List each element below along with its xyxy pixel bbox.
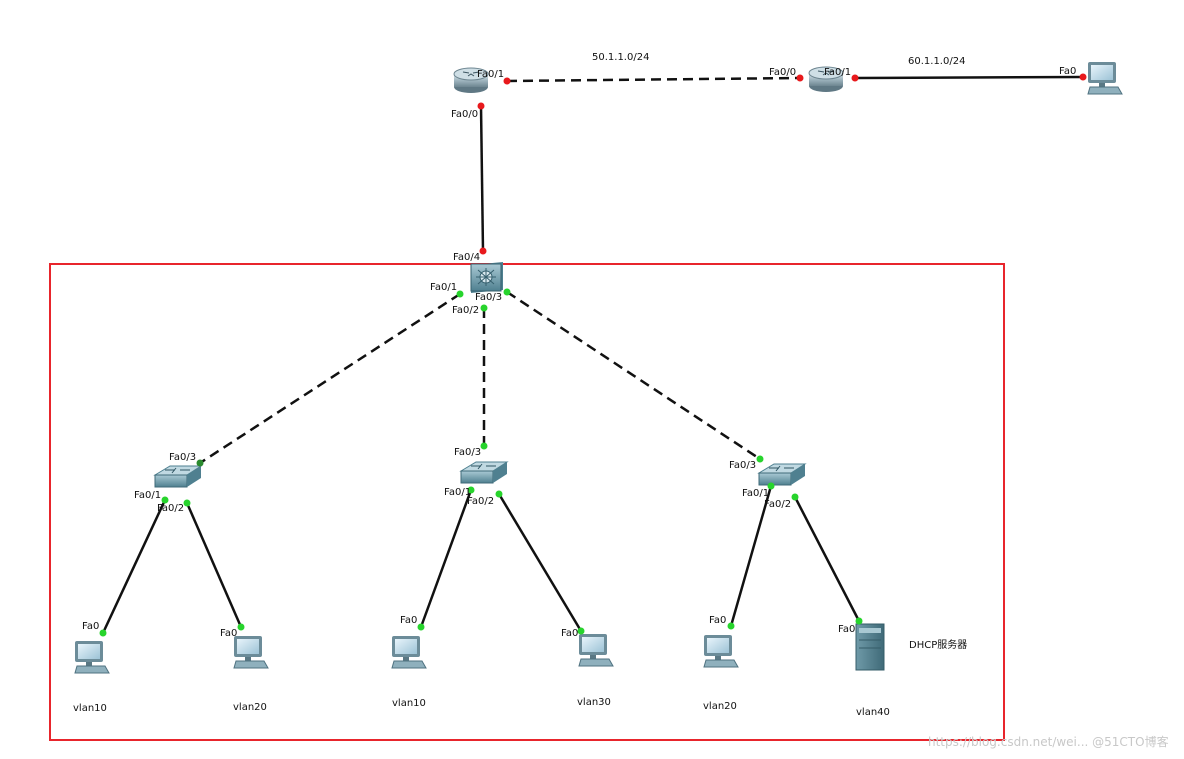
link-router2-remote-pc[interactable]	[854, 75, 1084, 80]
device-label-pc5: vlan20	[703, 701, 737, 712]
port-label-pc5-fa0: Fa0	[709, 615, 726, 626]
port-dot-pc2-fa0	[237, 623, 245, 631]
link-switch-left-pc2[interactable]	[185, 502, 243, 628]
port-dot-left-fa02	[183, 499, 191, 507]
port-dot-right-fa01	[767, 482, 775, 490]
port-label-mid-fa02: Fa0/2	[467, 496, 494, 507]
lan-boundary-rect	[49, 263, 1005, 741]
port-label-core-fa03: Fa0/3	[475, 292, 502, 303]
port-dot-pc1-fa0	[99, 629, 107, 637]
port-dot-core-fa03	[503, 288, 511, 296]
link-switch-mid-pc4[interactable]	[497, 493, 583, 632]
port-label-left-fa03: Fa0/3	[169, 452, 196, 463]
watermark: https://blog.csdn.net/wei... @51CTO博客	[928, 734, 1169, 749]
port-dot-left-fa03	[196, 459, 204, 467]
port-label-router2-fa00: Fa0/0	[769, 67, 796, 78]
server-icon[interactable]	[855, 623, 885, 671]
links	[101, 75, 1084, 634]
pc-3-icon[interactable]	[391, 636, 427, 669]
link-core-switch-right[interactable]	[506, 290, 761, 461]
pc-1-icon[interactable]	[74, 641, 110, 674]
port-dot-left-fa01	[161, 496, 169, 504]
port-dot-server-fa0	[855, 617, 863, 625]
port-dot-pc3-fa0	[417, 623, 425, 631]
core-switch[interactable]	[470, 262, 503, 293]
port-label-router1-fa00: Fa0/0	[451, 109, 478, 120]
port-dot-mid-fa03	[480, 442, 488, 450]
pc-2-icon[interactable]	[233, 636, 269, 669]
port-dot-router2-fa00	[796, 74, 804, 82]
pc-remote-icon[interactable]	[1087, 62, 1123, 95]
link-core-switch-left[interactable]	[199, 292, 461, 465]
port-label-mid-fa03: Fa0/3	[454, 447, 481, 458]
port-dot-mid-fa02	[495, 490, 503, 498]
link-switch-right-server[interactable]	[793, 496, 861, 622]
link-router1-router2[interactable]	[506, 76, 801, 83]
port-label-right-fa03: Fa0/3	[729, 460, 756, 471]
device-label-server: vlan40	[856, 707, 890, 718]
device-label-pc1: vlan10	[73, 703, 107, 714]
switch-mid[interactable]	[459, 461, 509, 484]
port-label-core-fa02: Fa0/2	[452, 305, 479, 316]
device-name-server: DHCP服务器	[909, 638, 967, 651]
port-label-pc4-fa0: Fa0	[561, 628, 578, 639]
port-dot-remote-pc-fa0	[1079, 73, 1087, 81]
port-dot-core-fa02	[480, 304, 488, 312]
pc-5-icon[interactable]	[703, 635, 739, 668]
device-label-pc3: vlan10	[392, 698, 426, 709]
port-label-right-fa02: Fa0/2	[764, 499, 791, 510]
port-label-remote-pc-fa0: Fa0	[1059, 66, 1076, 77]
link-switch-mid-pc3[interactable]	[419, 489, 473, 628]
port-dot-right-fa02	[791, 493, 799, 501]
port-label-core-fa04: Fa0/4	[453, 252, 480, 263]
pc-4-icon[interactable]	[578, 634, 614, 667]
port-label-router2-fa01: Fa0/1	[824, 67, 851, 78]
subnet-label-router-pc-link: 60.1.1.0/24	[908, 56, 965, 67]
port-label-left-fa02: Fa0/2	[157, 503, 184, 514]
switch-left[interactable]	[153, 465, 203, 488]
port-dot-mid-fa01	[467, 486, 475, 494]
port-label-server-fa0: Fa0	[838, 624, 855, 635]
link-switch-right-pc5[interactable]	[729, 485, 773, 627]
subnet-label-router-link: 50.1.1.0/24	[592, 52, 649, 63]
port-dot-pc5-fa0	[727, 622, 735, 630]
port-label-router1-fa01: Fa0/1	[477, 69, 504, 80]
port-dot-router1-fa01	[503, 77, 511, 85]
port-label-right-fa01: Fa0/1	[742, 488, 769, 499]
port-label-pc1-fa0: Fa0	[82, 621, 99, 632]
port-dot-core-fa04	[479, 247, 487, 255]
port-dots	[99, 73, 1087, 637]
port-label-mid-fa01: Fa0/1	[444, 487, 471, 498]
link-switch-left-pc1[interactable]	[101, 499, 167, 634]
port-label-pc3-fa0: Fa0	[400, 615, 417, 626]
port-dot-router2-fa01	[851, 74, 859, 82]
device-label-pc2: vlan20	[233, 702, 267, 713]
switch-right[interactable]	[757, 463, 807, 486]
router-2[interactable]	[808, 66, 844, 92]
port-label-pc2-fa0: Fa0	[220, 628, 237, 639]
port-dot-router1-fa00	[477, 102, 485, 110]
port-label-core-fa01: Fa0/1	[430, 282, 457, 293]
link-router1-core-switch[interactable]	[479, 105, 485, 252]
port-dot-core-fa01	[456, 290, 464, 298]
port-dot-pc4-fa0	[577, 627, 585, 635]
port-label-left-fa01: Fa0/1	[134, 490, 161, 501]
device-label-pc4: vlan30	[577, 697, 611, 708]
router-1[interactable]	[453, 67, 489, 93]
port-dot-right-fa03	[756, 455, 764, 463]
